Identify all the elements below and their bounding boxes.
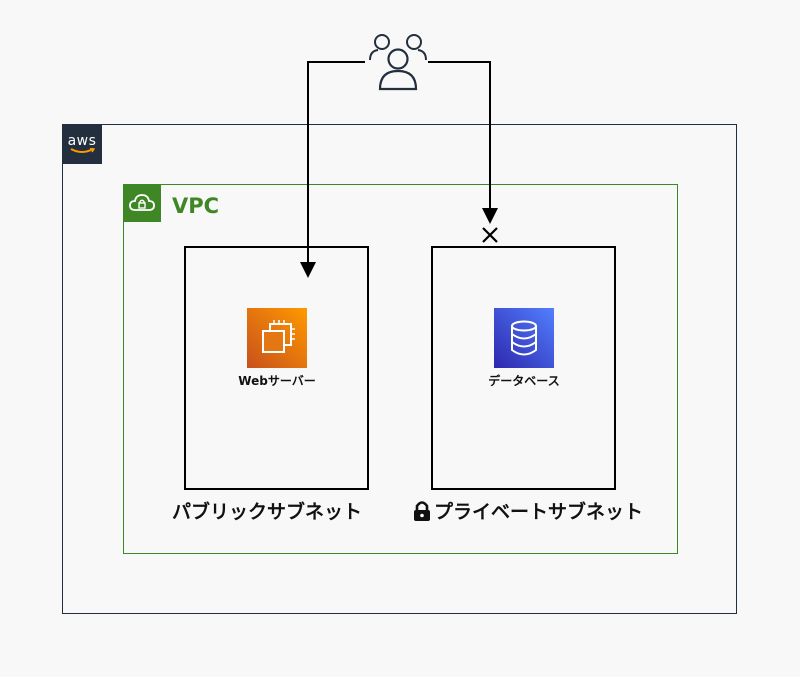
connector-users-to-private: [428, 61, 491, 210]
private-subnet-label: プライベートサブネット: [412, 497, 643, 524]
web-server-label: Webサーバー: [238, 374, 316, 388]
aws-logo-text: aws: [67, 132, 97, 149]
database-icon: [494, 308, 554, 368]
blocked-cross-icon: [482, 227, 498, 243]
public-subnet-box: [184, 246, 369, 490]
padlock-icon: [414, 500, 430, 521]
private-subnet-box: [431, 246, 616, 490]
vpc-group: [123, 184, 678, 554]
public-subnet-label: パブリックサブネット: [172, 501, 363, 523]
users-group-icon: [369, 34, 427, 91]
cloud-lock-icon: [123, 184, 161, 222]
aws-smile-icon: [70, 147, 95, 153]
arrowhead-private: [482, 208, 498, 224]
ec2-instance-icon: [247, 308, 307, 368]
connector-users-to-public: [307, 61, 365, 265]
database-label: データベース: [488, 374, 560, 388]
aws-cloud-group: [62, 124, 737, 614]
private-subnet-label-text: プライベートサブネット: [434, 501, 644, 523]
arrowhead-public: [300, 262, 316, 278]
vpc-label: VPC: [172, 194, 220, 218]
aws-logo-icon: aws: [62, 124, 102, 164]
